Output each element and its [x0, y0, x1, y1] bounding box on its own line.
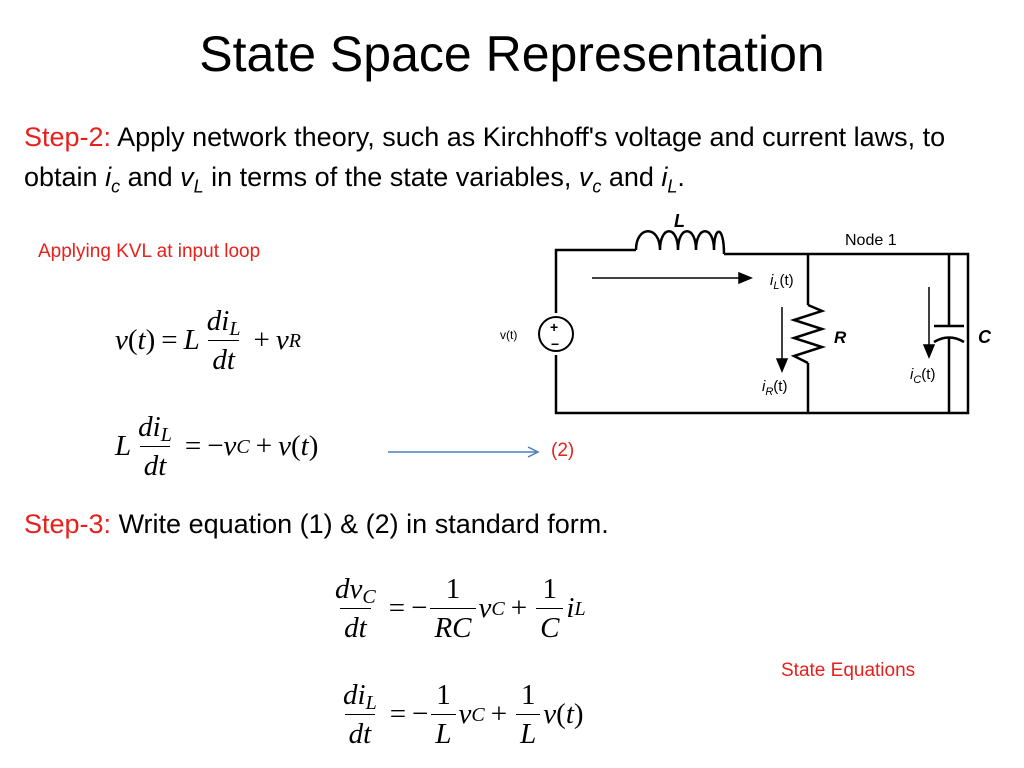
eq2-v: v	[278, 430, 291, 462]
eq3-lhs-fraction: dvC dt	[331, 572, 380, 645]
eq3-frac2: 1 C	[536, 572, 564, 645]
eq1-den: dt	[208, 340, 239, 377]
eq2-lp: (	[291, 430, 301, 462]
eq4-v: v	[543, 698, 557, 730]
eq2-equals: =	[184, 430, 202, 462]
var-vl-sub: L	[193, 176, 204, 197]
label-node-1: Node 1	[845, 232, 897, 249]
eq1-v: v	[115, 324, 128, 356]
var-vl: v	[180, 162, 194, 192]
eq3-f1-num: 1	[445, 573, 461, 605]
step2-and1: and	[120, 162, 181, 192]
kvl-note: Applying KVL at input loop	[38, 241, 261, 262]
equation-arrow	[388, 446, 540, 458]
eq4-equals: =	[389, 698, 407, 730]
eq4-t: t	[565, 698, 574, 730]
eq3-f2-den: C	[536, 608, 564, 645]
eq2-fraction: diL dt	[134, 410, 176, 483]
eq1-vr: v	[275, 324, 289, 356]
eq4-lhs-fraction: diL dt	[339, 678, 381, 751]
eq2-den: dt	[139, 446, 171, 483]
eq1-plus: +	[253, 324, 270, 356]
step3-label: Step-3:	[24, 509, 112, 539]
eq3-equals: =	[388, 592, 406, 624]
label-ic: iC(t)	[910, 366, 935, 386]
eq1-fraction: diL dt	[203, 304, 245, 377]
source-minus: −	[551, 336, 559, 352]
eq1-t: t	[137, 324, 146, 356]
eq2-t: t	[300, 430, 309, 462]
eq4-num-sub: L	[365, 692, 377, 714]
step3-text: Write equation (1) & (2) in standard for…	[111, 509, 609, 539]
eq4-minus: −	[412, 698, 429, 730]
eq1-equals: =	[161, 324, 178, 356]
step2-label: Step-2:	[24, 122, 112, 152]
slide-title: State Space Representation	[199, 26, 825, 82]
var-il-sub: L	[667, 176, 678, 197]
rlc-circuit-diagram: L Node 1 iL(t) R iR(t) C iC(t) v(t) + −	[496, 205, 1016, 420]
step3-paragraph: Step-3: Write equation (1) & (2) in stan…	[24, 504, 609, 544]
var-il: i	[661, 162, 668, 192]
label-source-voltage: v(t)	[500, 328, 517, 342]
label-il: iL(t)	[770, 272, 794, 292]
eq3-den: dt	[340, 608, 371, 645]
state-equations-note: State Equations	[781, 660, 916, 681]
eq4-f2-den: L	[516, 714, 541, 751]
eq3-f2-num: 1	[542, 573, 558, 605]
eq4-frac2: 1 L	[516, 678, 541, 751]
label-ir: iR(t)	[762, 378, 787, 398]
step2-end: .	[677, 162, 685, 192]
eq1-rp: )	[145, 324, 156, 356]
eq2-minus: −	[207, 430, 224, 462]
source-plus: +	[550, 319, 558, 335]
var-vc: v	[578, 162, 593, 192]
eq1-num: di	[206, 305, 230, 337]
equation-ref-2: (2)	[551, 440, 575, 461]
eq3-f1-den: RC	[430, 608, 476, 645]
eq4-f2-num: 1	[520, 679, 536, 711]
label-inductor: L	[674, 211, 685, 231]
eq3-num: dv	[335, 573, 363, 605]
eq4-frac1: 1 L	[431, 678, 456, 751]
eq1-num-sub: L	[229, 318, 241, 340]
eq2-vc: v	[223, 430, 237, 462]
eq3-minus: −	[411, 592, 428, 624]
eq4-vc: v	[458, 698, 472, 730]
step2-and2: and	[601, 162, 662, 192]
var-vc-sub: c	[592, 176, 602, 197]
eq2-plus: +	[255, 430, 273, 462]
eq2-num: di	[138, 411, 161, 443]
eq4-den: dt	[344, 714, 376, 751]
eq3-vc: v	[478, 592, 492, 624]
eq1-L: L	[183, 324, 200, 356]
eq3-frac1: 1 RC	[430, 572, 476, 645]
step2-text-a: Apply network theory, such as Kirchhoff'…	[24, 122, 946, 192]
eq3-num-sub: C	[362, 586, 376, 608]
eq4-f1-den: L	[431, 714, 456, 751]
step2-paragraph: Step-2: Apply network theory, such as Ki…	[24, 117, 994, 206]
var-ic-sub: c	[111, 176, 121, 197]
eq3-plus: +	[510, 592, 528, 624]
eq3-il: i	[566, 592, 575, 624]
eq4-num: di	[343, 679, 366, 711]
eq4-rp: )	[573, 698, 584, 730]
var-ic: i	[105, 162, 112, 192]
label-capacitor: C	[978, 327, 992, 347]
eq4-lp: (	[556, 698, 566, 730]
eq4-f1-num: 1	[436, 679, 451, 711]
eq1-lp: (	[127, 324, 138, 356]
eq4-plus: +	[490, 698, 508, 730]
label-resistor: R	[834, 328, 847, 347]
step2-text-b: in terms of the state variables,	[203, 162, 579, 192]
eq2-L: L	[115, 430, 132, 462]
eq2-num-sub: L	[160, 424, 172, 446]
eq2-rp: )	[308, 430, 319, 462]
